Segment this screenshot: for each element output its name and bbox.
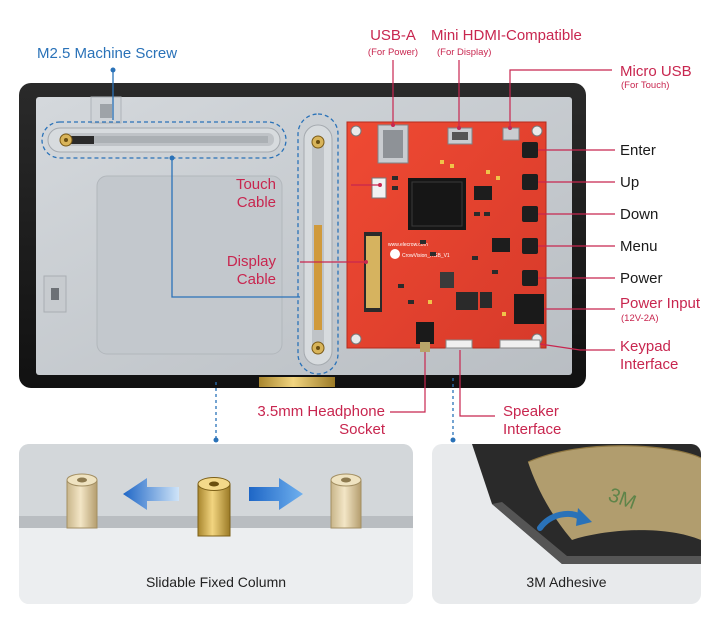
main-chip xyxy=(408,178,466,230)
standoff-center xyxy=(197,477,231,537)
label-speaker-1: Speaker xyxy=(503,403,559,420)
keypad-connector xyxy=(499,339,541,349)
label-menu: Menu xyxy=(620,238,658,255)
slidable-column-panel: Slidable Fixed Column xyxy=(19,444,413,604)
arrow-left-icon xyxy=(123,478,179,510)
label-speaker-2: Interface xyxy=(503,421,562,438)
adhesive-image: 3M xyxy=(472,444,701,564)
speaker-connector xyxy=(445,339,473,349)
label-headphone-2: Socket xyxy=(339,421,385,438)
label-micro-usb-sub: (For Touch) xyxy=(621,80,670,91)
label-touch-cable-2: Cable xyxy=(236,194,276,211)
caption-3m-adhesive: 3M Adhesive xyxy=(526,574,607,590)
label-down: Down xyxy=(620,206,659,223)
recessed-area xyxy=(96,175,283,355)
pcb-silk-2: CrowVision_RGB_V1 xyxy=(402,253,450,259)
label-keypad-2: Interface xyxy=(620,356,679,373)
standoff-right xyxy=(330,473,362,529)
label-touch-cable-1: Touch xyxy=(235,176,276,193)
power-input-jack xyxy=(514,294,544,324)
label-micro-usb: Micro USB xyxy=(620,63,692,80)
micro-usb-port xyxy=(502,127,520,141)
label-display-cable-1: Display xyxy=(226,253,276,270)
label-display-cable-2: Cable xyxy=(236,271,276,288)
label-usb-a-sub: (For Power) xyxy=(367,47,419,58)
label-mini-hdmi-sub: (For Display) xyxy=(437,47,492,58)
label-usb-a: USB-A xyxy=(370,27,416,44)
headphone-socket xyxy=(416,322,434,344)
pcb-buttons xyxy=(522,142,538,286)
adhesive-panel: 3M 3M Adhesive xyxy=(432,444,701,604)
arrow-right-icon xyxy=(249,478,303,510)
label-power-input: Power Input xyxy=(620,295,701,312)
slidable-column-image xyxy=(19,444,413,604)
label-up: Up xyxy=(620,174,640,191)
label-mini-hdmi: Mini HDMI-Compatible xyxy=(431,27,582,44)
label-power: Power xyxy=(620,270,663,287)
pcb-silk-1: www.elecrow.com xyxy=(388,242,428,248)
label-power-input-sub: (12V-2A) xyxy=(621,313,659,324)
label-machine-screw: M2.5 Machine Screw xyxy=(37,45,178,62)
caption-slidable-fixed-column: Slidable Fixed Column xyxy=(145,574,287,590)
label-keypad-1: Keypad xyxy=(620,338,671,355)
label-enter: Enter xyxy=(620,142,656,159)
label-headphone-1: 3.5mm Headphone xyxy=(257,403,385,420)
standoff-left xyxy=(66,473,98,529)
